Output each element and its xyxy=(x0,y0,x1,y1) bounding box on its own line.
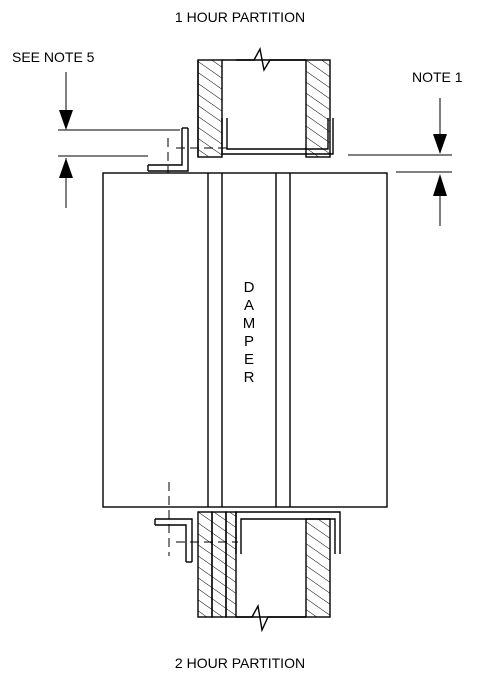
top-angle-clip xyxy=(147,127,228,200)
damper-letter: E xyxy=(244,351,254,368)
damper-letter: M xyxy=(243,315,256,332)
bottom-wall xyxy=(197,511,341,633)
bottom-angle-clip xyxy=(154,482,238,563)
damper-letter: R xyxy=(244,369,255,386)
bottom-partition-label: 2 HOUR PARTITION xyxy=(175,655,305,671)
damper-label: D A M P E R xyxy=(243,279,256,386)
damper-letter: D xyxy=(244,279,255,296)
note-5-dimension xyxy=(58,72,180,208)
top-partition-label: 1 HOUR PARTITION xyxy=(175,9,305,25)
damper-letter: A xyxy=(244,297,254,314)
note-1-label: NOTE 1 xyxy=(412,69,463,85)
damper-letter: P xyxy=(244,333,254,350)
see-note-5-label: SEE NOTE 5 xyxy=(12,49,95,65)
top-wall xyxy=(197,46,334,158)
note-1-dimension xyxy=(348,98,452,226)
damper-body xyxy=(102,172,388,508)
